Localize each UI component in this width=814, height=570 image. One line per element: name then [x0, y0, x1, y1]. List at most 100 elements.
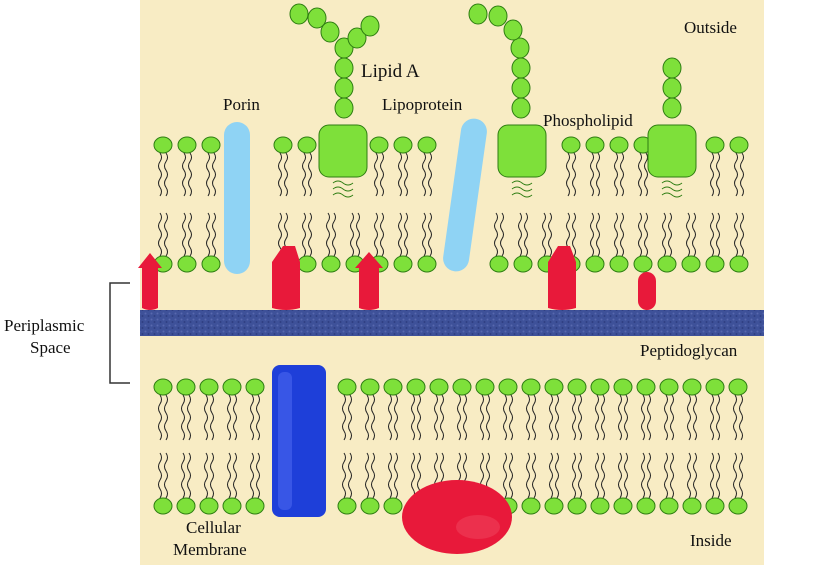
lipid-head: [544, 497, 564, 515]
lipid-head: [681, 255, 701, 273]
cellular-membrane-label-line1: Cellular: [186, 518, 241, 537]
lipid-tail: [227, 452, 231, 499]
lipid-head: [383, 378, 403, 396]
porin-label: Porin: [223, 95, 260, 114]
lipid-head: [222, 497, 242, 515]
lipid-a-tail: [511, 192, 533, 198]
lipid-tail: [618, 394, 622, 441]
lipid-tail: [233, 394, 237, 441]
lipid-tail: [398, 212, 402, 257]
lipid-tail: [158, 452, 162, 499]
lipid-tails: [158, 152, 744, 499]
lipid-head: [659, 378, 679, 396]
background-panel: [140, 0, 764, 565]
lipid-tail: [356, 212, 360, 257]
lipid-head: [659, 497, 679, 515]
lipid-tail: [227, 394, 231, 441]
lipid-head: [337, 497, 357, 515]
lipid-tail: [692, 212, 696, 257]
lipid-a-label: Lipid A: [361, 61, 420, 82]
lipid-head: [729, 255, 749, 273]
lipid-head: [321, 255, 341, 273]
lipid-a-tail: [511, 180, 533, 186]
lipid-tail: [590, 152, 594, 197]
lipid-tail: [371, 394, 375, 441]
lipid-tail: [164, 394, 168, 441]
sugar-bead: [511, 57, 531, 79]
lipid-tail: [614, 212, 618, 257]
lipid-head: [636, 378, 656, 396]
lipid-tail: [740, 212, 744, 257]
lipid-head: [682, 497, 702, 515]
lipid-head: [297, 255, 317, 273]
lipid-tail: [394, 394, 398, 441]
lipid-tail: [526, 394, 530, 441]
lipid-tail: [404, 212, 408, 257]
lipid-tail: [500, 212, 504, 257]
lipid-head: [705, 378, 725, 396]
lipid-tail: [187, 394, 191, 441]
lipid-tail: [532, 452, 536, 499]
lipid-tail: [348, 394, 352, 441]
lipid-tail: [710, 394, 714, 441]
lipid-tail: [350, 212, 354, 257]
lipid-head: [567, 497, 587, 515]
sugar-bead: [334, 57, 354, 79]
lipid-tail: [644, 212, 648, 257]
lipid-tail: [181, 394, 185, 441]
lipid-head: [177, 136, 197, 154]
lipid-head: [682, 378, 702, 396]
lipid-tail: [716, 152, 720, 197]
lipid-tail: [620, 152, 624, 197]
lipid-tail: [206, 152, 210, 197]
sugar-bead: [334, 97, 354, 119]
lipid-tail: [733, 452, 737, 499]
lipid-tail: [572, 452, 576, 499]
lipid-tail: [595, 394, 599, 441]
lipid-head: [705, 255, 725, 273]
lipid-head: [201, 136, 221, 154]
lipid-head: [729, 136, 749, 154]
lipid-tail: [647, 394, 651, 441]
lipid-tail: [739, 394, 743, 441]
lipid-tail: [601, 394, 605, 441]
lipid-tail: [572, 212, 576, 257]
lipid-tail: [380, 152, 384, 197]
lipid-tail: [250, 452, 254, 499]
sugar-bead: [360, 15, 380, 37]
lipid-tail: [212, 152, 216, 197]
lipid-head: [613, 497, 633, 515]
lipid-tail: [182, 212, 186, 257]
lipid-tail: [440, 394, 444, 441]
lipid-tail: [463, 394, 467, 441]
lipid-head: [245, 497, 265, 515]
lipid-head: [498, 378, 518, 396]
lipid-head: [176, 497, 196, 515]
lipid-head: [609, 255, 629, 273]
periplasmic-label-line1: Periplasmic: [4, 316, 85, 335]
lipid-tail: [710, 452, 714, 499]
periplasmic-label-line2: Space: [30, 338, 71, 357]
lipid-tail: [486, 394, 490, 441]
sugar-bead: [307, 7, 327, 29]
lipid-tail: [693, 452, 697, 499]
lipid-tail: [734, 152, 738, 197]
lipid-tail: [332, 212, 336, 257]
lipid-tail: [614, 152, 618, 197]
lipid-head: [153, 136, 173, 154]
lipid-tail: [158, 152, 162, 197]
periplasmic-proteins: [138, 246, 656, 310]
lipid-tail: [526, 452, 530, 499]
lipid-tail: [532, 394, 536, 441]
lipid-tail: [302, 152, 306, 197]
lipid-tail: [740, 152, 744, 197]
lipid-tail: [342, 394, 346, 441]
lipid-head: [728, 378, 748, 396]
red-small-protein: [638, 272, 656, 310]
lipoprotein-label: Lipoprotein: [382, 95, 463, 114]
lipid-tail: [590, 212, 594, 257]
lipid-heads: [153, 136, 749, 515]
lipid-head: [273, 136, 293, 154]
periplasmic-bracket: [109, 282, 130, 384]
